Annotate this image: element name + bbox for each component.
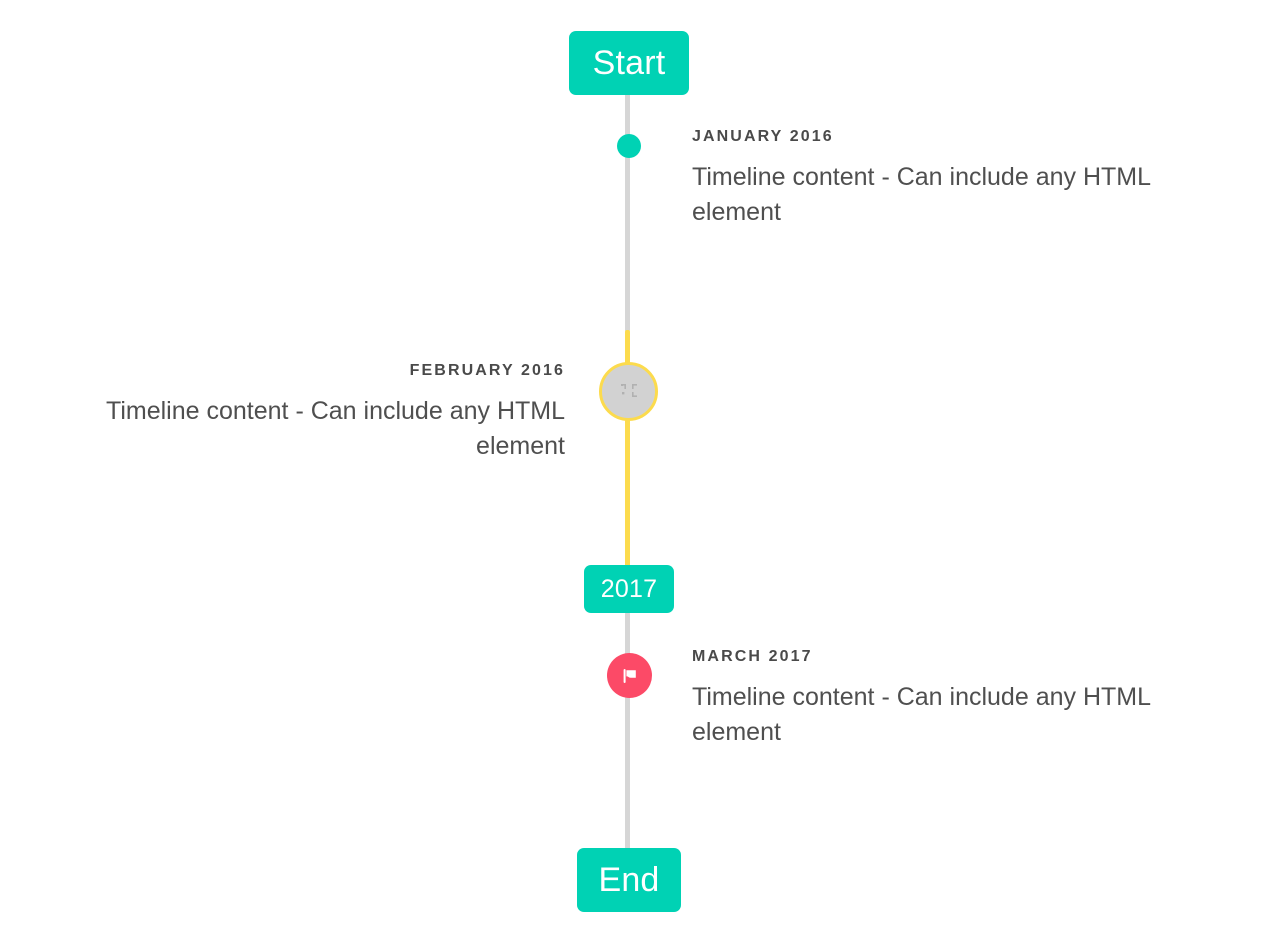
timeline-entry-date: February 2016 — [409, 362, 565, 379]
timeline-entry-date: January 2016 — [692, 128, 834, 145]
flag-icon[interactable] — [607, 653, 652, 698]
timeline-entry-text: Timeline content - Can include any HTML … — [692, 162, 1151, 227]
broken-image-icon[interactable] — [599, 362, 658, 421]
timeline-spine-yellow — [625, 330, 630, 574]
timeline-end-badge[interactable]: End — [577, 848, 681, 912]
timeline-entry-date: March 2017 — [692, 648, 813, 665]
timeline-spine-grey-lower — [625, 612, 630, 860]
timeline-entry-text: Timeline content - Can include any HTML … — [692, 682, 1151, 747]
timeline-entry-text: Timeline content - Can include any HTML … — [106, 396, 565, 461]
timeline-start-badge[interactable]: Start — [569, 31, 689, 95]
circle-dot-icon[interactable] — [617, 134, 641, 158]
timeline-entry-body: January 2016 Timeline content - Can incl… — [692, 128, 1217, 231]
timeline-year-badge[interactable]: 2017 — [584, 565, 674, 613]
timeline-entry-body: March 2017 Timeline content - Can includ… — [692, 648, 1217, 751]
timeline-spine-grey-upper — [625, 88, 630, 332]
timeline-entry-body: February 2016 Timeline content - Can inc… — [40, 362, 565, 465]
